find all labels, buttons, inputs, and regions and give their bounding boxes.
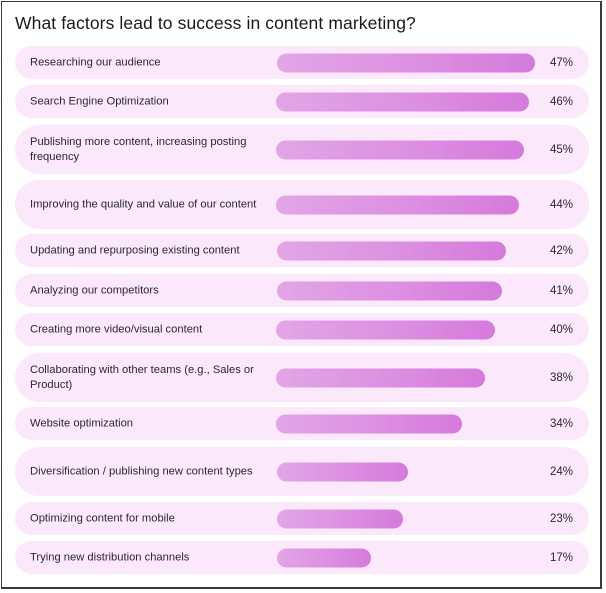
bar — [276, 140, 524, 159]
row-percent: 38% — [549, 371, 573, 384]
row-label: Search Engine Optimization — [30, 95, 169, 107]
row-percent: 17% — [549, 551, 573, 564]
row-percent: 44% — [549, 198, 573, 211]
bar-row: Creating more video/visual content 40% — [15, 313, 589, 346]
bar — [276, 320, 495, 339]
bar-row: Search Engine Optimization 46% — [15, 85, 589, 118]
bar-row: Analyzing our competitors 41% — [15, 274, 589, 307]
row-percent: 24% — [549, 465, 573, 478]
bar — [277, 241, 506, 260]
bar-row: Publishing more content, increasing post… — [15, 125, 589, 174]
row-label: Optimizing content for mobile — [30, 512, 175, 524]
row-label: Improving the quality and value of our c… — [30, 198, 257, 210]
bar-row: Website optimization 34% — [15, 407, 589, 440]
bar-row: Improving the quality and value of our c… — [15, 180, 589, 229]
row-label: Updating and repurposing existing conten… — [30, 244, 240, 256]
row-percent: 23% — [549, 512, 573, 525]
row-percent: 40% — [549, 323, 573, 336]
row-label: Researching our audience — [30, 56, 161, 68]
row-label: Creating more video/visual content — [30, 323, 203, 335]
chart-title: What factors lead to success in content … — [15, 13, 416, 33]
row-label: Publishing more content, increasing post… — [30, 135, 247, 163]
row-percent: 47% — [549, 56, 573, 69]
row-label: Trying new distribution channels — [30, 551, 190, 563]
bar — [276, 92, 529, 111]
row-label: Website optimization — [30, 417, 134, 429]
bar-row: Updating and repurposing existing conten… — [15, 234, 589, 267]
bar — [277, 509, 403, 528]
row-percent: 42% — [549, 244, 573, 257]
bar-row: Researching our audience 47% — [15, 46, 589, 79]
bar — [277, 281, 502, 300]
row-label: Diversification / publishing new content… — [30, 465, 253, 477]
row-percent: 45% — [549, 143, 573, 156]
bar — [277, 462, 408, 481]
row-label: Collaborating with other teams (e.g., Sa… — [30, 363, 254, 391]
bar — [276, 368, 485, 387]
bar — [276, 414, 462, 433]
bar-row: Trying new distribution channels 17% — [15, 541, 589, 574]
row-percent: 41% — [549, 284, 573, 297]
bar — [277, 548, 371, 567]
bar-row: Optimizing content for mobile 23% — [15, 502, 589, 535]
row-percent: 34% — [549, 417, 573, 430]
bar-row: Collaborating with other teams (e.g., Sa… — [15, 353, 589, 402]
bar-row: Diversification / publishing new content… — [15, 447, 589, 496]
row-percent: 46% — [549, 95, 573, 108]
bar — [277, 53, 535, 72]
row-label: Analyzing our competitors — [30, 284, 159, 296]
bar — [276, 195, 519, 214]
